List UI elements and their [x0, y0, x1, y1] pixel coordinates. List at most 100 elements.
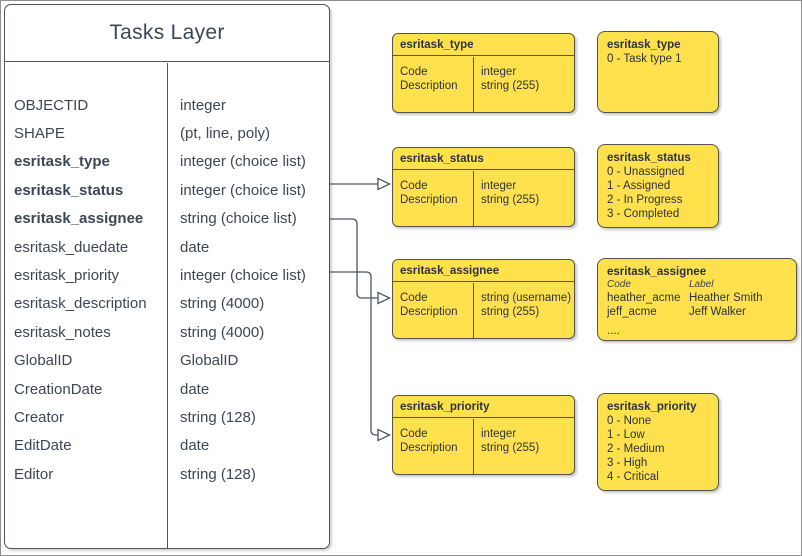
value-list-items: 0 - Unassigned 1 - Assigned 2 - In Progres…	[607, 165, 709, 221]
value-list-more: ....	[607, 325, 620, 337]
field-name: Editor	[14, 465, 54, 483]
field-type: date	[180, 380, 210, 398]
field-type: integer (choice list)	[180, 153, 306, 171]
field-name: Description	[400, 305, 458, 318]
field-type: string (username)	[481, 292, 572, 304]
connector-esritask-assignee	[330, 218, 378, 299]
value-item: 0 - None	[607, 415, 652, 427]
domain-fields: Code Description	[393, 180, 473, 207]
field-type: GlobalID	[180, 352, 239, 370]
value-list-title: esritask_type	[607, 39, 681, 51]
field-type: integer	[481, 180, 517, 192]
field-type: string (255)	[481, 305, 540, 318]
entry-label: Jeff Walker	[689, 306, 746, 318]
tasks-layer-title: Tasks Layer	[5, 5, 329, 62]
table-row: esritask_priority integer (choice list)	[5, 261, 329, 289]
value-list-esritask-assignee: esritask_assignee Code Label heather_acm…	[597, 258, 797, 341]
field-name: esritask_notes	[14, 323, 111, 341]
arrowhead-priority-icon	[377, 428, 392, 442]
field-type: (pt, line, poly)	[180, 125, 271, 143]
domain-fields: Code Description	[393, 292, 473, 319]
column-header-code: Code	[607, 279, 631, 290]
domain-types: integer string (255)	[474, 66, 574, 93]
table-row: Editor string (128)	[5, 460, 329, 488]
field-type: string (255)	[481, 193, 540, 206]
column-header-label: Label	[689, 279, 714, 290]
field-name: esritask_duedate	[14, 238, 129, 256]
field-type: string (255)	[481, 79, 540, 92]
value-list-title: esritask_status	[607, 152, 691, 164]
field-name: EditDate	[14, 437, 72, 455]
field-type: string (4000)	[180, 295, 265, 313]
value-item: 3 - Completed	[607, 208, 680, 220]
value-item: 2 - Medium	[607, 443, 665, 455]
value-item: 2 - In Progress	[607, 194, 683, 206]
field-name: Creator	[14, 408, 65, 426]
domain-types: integer string (255)	[474, 180, 574, 207]
field-type: integer	[481, 428, 517, 440]
domain-table-esritask-priority: esritask_priority Code Description integ…	[392, 395, 575, 475]
value-list-title: esritask_priority	[607, 401, 697, 413]
domain-table-title: esritask_type	[393, 34, 574, 56]
table-row: Creator string (128)	[5, 403, 329, 431]
arrowhead-assignee-icon	[377, 291, 392, 305]
table-row: esritask_notes string (4000)	[5, 318, 329, 346]
field-type: string (255)	[481, 441, 540, 454]
field-type: integer (choice list)	[180, 267, 306, 285]
value-list-esritask-status: esritask_status 0 - Unassigned 1 - Assign…	[597, 144, 719, 228]
field-type: integer	[180, 96, 226, 114]
value-item: 4 - Critical	[607, 471, 659, 483]
domain-fields: Code Description	[393, 66, 473, 93]
domain-table-esritask-status: esritask_status Code Description integer…	[392, 147, 575, 227]
domain-fields: Code Description	[393, 428, 473, 455]
field-name: esritask_description	[14, 295, 147, 313]
domain-table-title: esritask_priority	[393, 396, 574, 418]
domain-table-divider	[473, 283, 475, 338]
value-list-items: 0 - None 1 - Low 2 - Medium 3 - High 4 - Cri…	[607, 414, 709, 484]
value-entry-row: heather_acme Heather Smith	[607, 291, 787, 305]
domain-table-title: esritask_assignee	[393, 260, 574, 282]
entry-code: jeff_acme	[607, 306, 657, 318]
field-type: string (choice list)	[180, 210, 297, 228]
field-name: Code	[400, 428, 428, 440]
field-type: string (4000)	[180, 323, 265, 341]
entry-code: heather_acme	[607, 292, 681, 304]
field-name: Code	[400, 66, 428, 78]
table-row: esritask_description string (4000)	[5, 290, 329, 318]
domain-table-divider	[473, 57, 475, 112]
domain-table-body: Code Description integer string (255)	[393, 171, 574, 226]
arrowhead-status-icon	[377, 177, 392, 191]
value-item: 1 - Low	[607, 429, 645, 441]
value-item: 0 - Task type 1	[607, 53, 682, 65]
domain-table-title: esritask_status	[393, 148, 574, 170]
field-name: Description	[400, 441, 458, 454]
value-item: 3 - High	[607, 457, 648, 469]
domain-table-divider	[473, 171, 475, 226]
table-row: esritask_assignee string (choice list)	[5, 205, 329, 233]
field-type: date	[180, 437, 210, 455]
field-type: string (128)	[180, 408, 256, 426]
field-name: esritask_priority	[14, 267, 120, 285]
column-divider	[167, 63, 169, 548]
domain-table-divider	[473, 419, 475, 474]
value-list-items: 0 - Task type 1	[607, 52, 709, 66]
field-name: Description	[400, 79, 458, 92]
value-item: 0 - Unassigned	[607, 166, 685, 178]
domain-table-body: Code Description integer string (255)	[393, 419, 574, 474]
domain-table-esritask-type: esritask_type Code Description integer s…	[392, 33, 575, 113]
entry-label: Heather Smith	[689, 292, 763, 304]
field-type: string (128)	[180, 465, 256, 483]
value-item: 1 - Assigned	[607, 180, 671, 192]
field-name: esritask_assignee	[14, 210, 144, 228]
field-name: Description	[400, 193, 458, 206]
